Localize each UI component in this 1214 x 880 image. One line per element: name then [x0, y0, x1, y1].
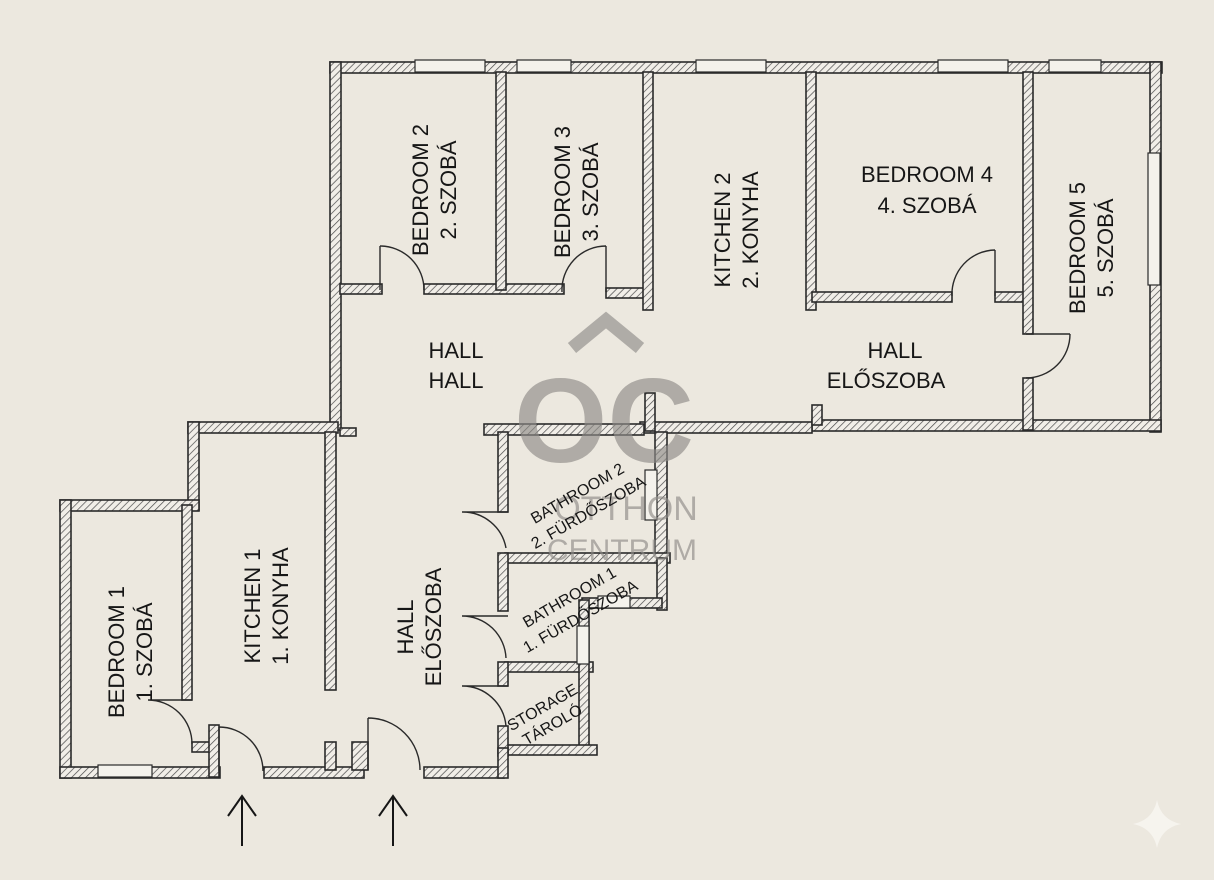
doors: [147, 245, 1071, 772]
kitchen-1-label: KITCHEN 1 1. KONYHA: [240, 547, 293, 665]
svg-text:HALL: HALL: [393, 599, 418, 654]
hall-upper-left-label: HALL HALL: [428, 338, 483, 393]
hall-upper-right-label: HALL ELŐSZOBA: [827, 338, 946, 393]
bedroom-4-label: BEDROOM 4 4. SZOBÁ: [861, 162, 993, 218]
svg-text:KITCHEN 2: KITCHEN 2: [710, 173, 735, 288]
watermark-line-2: CENTRUM: [547, 534, 697, 567]
svg-text:2. KONYHA: 2. KONYHA: [738, 171, 763, 289]
entrance-arrow-right: [378, 794, 408, 846]
svg-text:5. SZOBÁ: 5. SZOBÁ: [1093, 198, 1118, 297]
storage-label: STORAGE TÁROLÓ: [505, 681, 586, 749]
svg-text:ELŐSZOBA: ELŐSZOBA: [827, 368, 946, 393]
svg-text:HALL: HALL: [867, 338, 922, 363]
bedroom-3-label: BEDROOM 3 3. SZOBÁ: [550, 126, 603, 258]
svg-text:BEDROOM 1: BEDROOM 1: [104, 586, 129, 718]
svg-text:4. SZOBÁ: 4. SZOBÁ: [877, 193, 976, 218]
svg-text:HALL: HALL: [428, 368, 483, 393]
watermark-line-1: OTTHON: [554, 490, 698, 528]
svg-text:BEDROOM 4: BEDROOM 4: [861, 162, 993, 187]
walls: [59, 61, 1163, 779]
svg-text:HALL: HALL: [428, 338, 483, 363]
watermark-logo: OC: [514, 354, 694, 488]
windows: [97, 59, 1161, 778]
svg-text:3. SZOBÁ: 3. SZOBÁ: [578, 142, 603, 241]
watermark: OC OTTHON CENTRUM: [514, 311, 698, 567]
svg-text:1. SZOBÁ: 1. SZOBÁ: [132, 602, 157, 701]
svg-text:BEDROOM 3: BEDROOM 3: [550, 126, 575, 258]
sparkle-icon: [1133, 800, 1181, 848]
bedroom-1-label: BEDROOM 1 1. SZOBÁ: [104, 586, 157, 718]
bedroom-2-label: BEDROOM 2 2. SZOBÁ: [408, 124, 461, 256]
svg-text:BEDROOM 2: BEDROOM 2: [408, 124, 433, 256]
kitchen-2-label: KITCHEN 2 2. KONYHA: [710, 171, 763, 289]
svg-text:1. KONYHA: 1. KONYHA: [268, 547, 293, 665]
svg-text:KITCHEN 1: KITCHEN 1: [240, 549, 265, 664]
svg-text:BEDROOM 5: BEDROOM 5: [1065, 182, 1090, 314]
hall-lower-label: HALL ELŐSZOBA: [393, 567, 446, 686]
room-labels: BEDROOM 2 2. SZOBÁ BEDROOM 3 3. SZOBÁ KI…: [104, 124, 1118, 749]
bedroom-5-label: BEDROOM 5 5. SZOBÁ: [1065, 182, 1118, 314]
entrance-arrows: [227, 794, 408, 846]
entrance-arrow-left: [227, 794, 257, 846]
roof-icon: [567, 311, 645, 354]
svg-text:ELŐSZOBA: ELŐSZOBA: [421, 567, 446, 686]
svg-text:2. SZOBÁ: 2. SZOBÁ: [436, 140, 461, 239]
